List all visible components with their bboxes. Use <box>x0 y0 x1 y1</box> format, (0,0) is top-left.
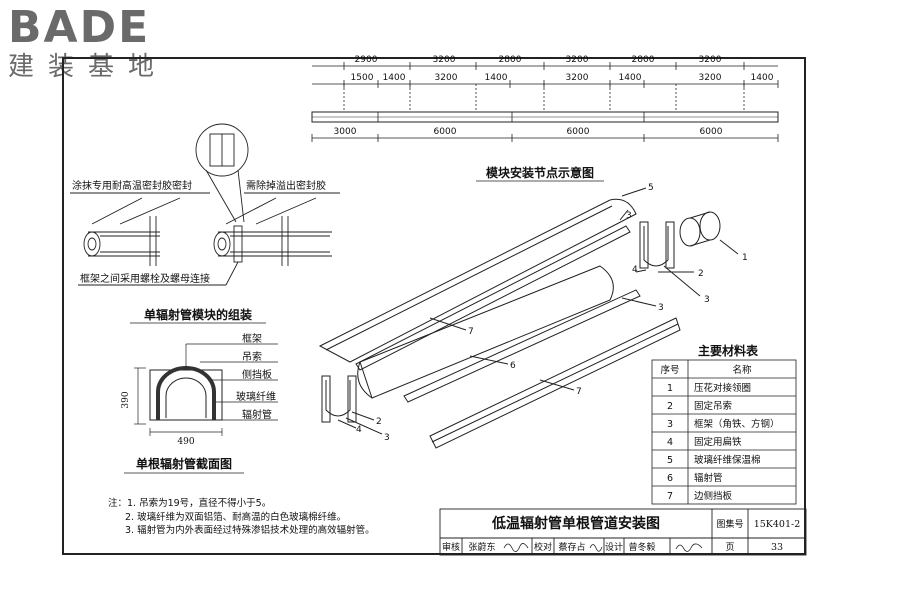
general-notes: 注：1. 吊索为19号，直径不得小于5。 2. 玻璃纤维为双面铝箔、耐高温的白色… <box>108 497 375 536</box>
materials-table <box>651 359 797 505</box>
section-label-glass-fiber: 玻璃纤维 <box>236 390 276 403</box>
cross-section <box>134 343 278 436</box>
page-label: 页 <box>725 542 734 553</box>
dim-mid-8: 1400 <box>751 73 774 83</box>
node-diagram-title: 模块安装节点示意图 <box>486 165 594 180</box>
callout-5: 5 <box>648 183 654 193</box>
dim-mid-1: 1500 <box>351 73 374 83</box>
note-line-1: 注：1. 吊索为19号，直径不得小于5。 <box>108 497 271 509</box>
brand-name: BADE <box>8 2 151 53</box>
callout-3-lower-rail: 3 <box>658 303 664 313</box>
materials-row-7-no: 7 <box>667 491 673 502</box>
atlas-number: 15K401-2 <box>754 519 801 530</box>
materials-row-1-name: 压花对接领圈 <box>694 382 751 394</box>
materials-row-5-no: 5 <box>667 455 673 466</box>
materials-row-2-name: 固定吊索 <box>694 400 732 412</box>
title-block-text: 低温辐射管单根管道安装图 图集号 15K401-2 审核 张蔚东 校对 蔡存占 … <box>442 515 800 553</box>
section-height-dim: 390 <box>121 391 131 408</box>
design-name: 曾冬毅 <box>628 541 655 553</box>
dim-bot-4: 6000 <box>700 127 723 137</box>
review-label: 审核 <box>442 541 460 553</box>
drawing-title: 低温辐射管单根管道安装图 <box>491 515 660 532</box>
section-label-frame: 框架 <box>242 332 262 345</box>
dim-bot-2: 6000 <box>434 127 457 137</box>
materials-header-name: 名称 <box>732 364 752 376</box>
callout-3-rail: 3 <box>626 211 632 221</box>
check-name: 蔡存占 <box>558 541 585 553</box>
section-title: 单根辐射管截面图 <box>136 456 232 471</box>
check-signature <box>589 544 603 552</box>
design-label: 设计 <box>605 541 623 553</box>
callout-7-bottom: 7 <box>576 387 582 397</box>
note-line-2: 2. 玻璃纤维为双面铝箔、耐高温的白色玻璃棉纤维。 <box>125 511 346 523</box>
section-label-radiant-tube: 辐射管 <box>242 408 272 421</box>
dim-mid-5: 3200 <box>566 73 589 83</box>
callout-3-bottom: 3 <box>384 433 390 443</box>
materials-row-3-name: 框架（角铁、方钢） <box>694 418 780 430</box>
note-remove-glue: 需除掉溢出密封胶 <box>246 179 326 192</box>
design-signature <box>675 543 703 552</box>
materials-title: 主要材料表 <box>698 343 759 358</box>
materials-row-7-name: 边侧挡板 <box>694 490 733 502</box>
dim-mid-2: 1400 <box>383 73 406 83</box>
note-seal: 涂抹专用耐高温密封胶密封 <box>72 179 192 192</box>
callout-4-bottom: 4 <box>356 425 362 435</box>
dim-bot-1: 3000 <box>334 127 357 137</box>
callout-7-top: 7 <box>468 327 474 337</box>
check-label: 校对 <box>534 541 552 553</box>
section-label-side-baffle: 侧挡板 <box>242 368 272 381</box>
dim-mid-7: 3200 <box>699 73 722 83</box>
dim-bot-3: 6000 <box>567 127 590 137</box>
dim-top-6: 3200 <box>699 55 722 65</box>
dim-top-4: 3200 <box>566 55 589 65</box>
materials-row-4-no: 4 <box>667 437 673 448</box>
assembly-labels: 涂抹专用耐高温密封胶密封 需除掉溢出密封胶 框架之间采用螺栓及螺母连接 <box>72 179 326 285</box>
materials-row-2-no: 2 <box>667 401 673 412</box>
drawing-frame <box>62 57 806 555</box>
note-bolts: 框架之间采用螺栓及螺母连接 <box>80 272 210 285</box>
atlas-label: 图集号 <box>716 518 743 530</box>
page-number: 33 <box>771 542 783 553</box>
callout-2-bottom: 2 <box>376 417 382 427</box>
title-block <box>439 508 807 556</box>
callout-numbers: 1 2 3 4 5 3 3 6 7 7 2 3 4 <box>356 183 748 443</box>
assembly-detail <box>70 123 340 286</box>
dim-top-3: 2800 <box>499 55 522 65</box>
materials-row-6-no: 6 <box>667 473 673 484</box>
materials-row-4-name: 固定用扁铁 <box>694 436 742 448</box>
review-name: 张蔚东 <box>468 541 495 553</box>
callout-1: 1 <box>742 253 748 263</box>
section-label-hanger: 吊索 <box>242 350 262 363</box>
materials-row-5-name: 玻璃纤维保温棉 <box>694 454 761 466</box>
signature-marks <box>503 543 703 552</box>
dim-mid-4: 1400 <box>485 73 508 83</box>
callout-4-top: 4 <box>632 265 638 275</box>
exploded-module <box>318 187 739 449</box>
materials-cells: 序号 名称 1 压花对接领圈 2 固定吊索 3 框架（角铁、方钢） 4 固定用扁… <box>660 364 779 502</box>
callout-2-top: 2 <box>698 269 704 279</box>
dim-top-1: 2900 <box>355 55 378 65</box>
review-signature <box>503 543 529 552</box>
section-width-dim: 490 <box>177 437 194 447</box>
plan-dimension-group <box>311 62 779 142</box>
callout-6: 6 <box>510 361 516 371</box>
assembly-title: 单辐射管模块的组装 <box>144 307 252 322</box>
dim-mid-6: 1400 <box>619 73 642 83</box>
dim-mid-3: 3200 <box>435 73 458 83</box>
materials-row-6-name: 辐射管 <box>694 472 723 484</box>
materials-row-3-no: 3 <box>667 419 673 430</box>
plan-dimension-labels: 2900 3200 2800 3200 2800 3200 1500 1400 … <box>334 55 774 137</box>
dim-top-5: 2800 <box>632 55 655 65</box>
section-labels: 框架 吊索 侧挡板 玻璃纤维 辐射管 <box>236 332 276 421</box>
dim-top-2: 3200 <box>433 55 456 65</box>
materials-header-no: 序号 <box>660 364 679 376</box>
note-line-3: 3. 辐射管为内外表面经过特殊渗铝技术处理的高效辐射管。 <box>125 524 375 536</box>
materials-row-1-no: 1 <box>667 383 673 394</box>
callout-3-top: 3 <box>704 295 710 305</box>
